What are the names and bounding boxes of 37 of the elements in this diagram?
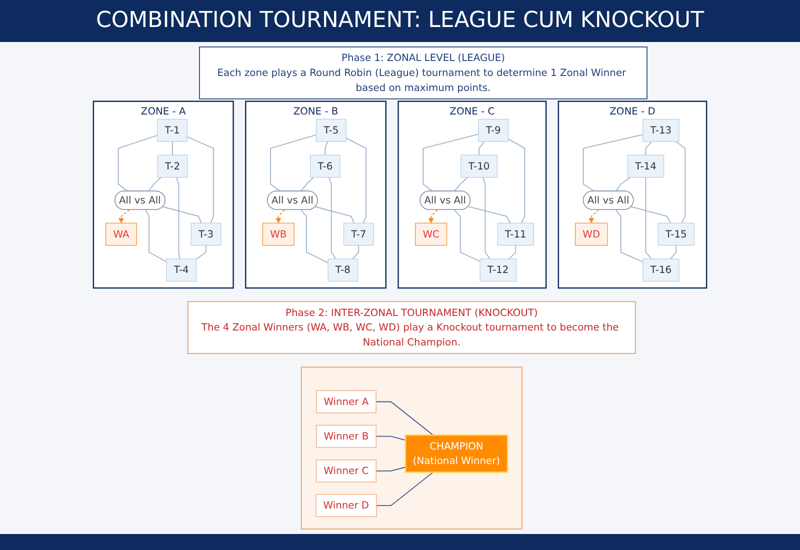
team-box: T-8 bbox=[328, 258, 358, 282]
match-oval: All vs All bbox=[114, 190, 166, 210]
champion-box: CHAMPION (National Winner) bbox=[404, 434, 508, 473]
team-box: T-5 bbox=[316, 118, 346, 142]
team-box: T-10 bbox=[460, 154, 498, 178]
zone-winner-box: WB bbox=[262, 222, 294, 246]
winner-box: Winner D bbox=[316, 494, 377, 517]
phase-panel: Phase 2: INTER-ZONAL TOURNAMENT (KNOCKOUT) The 4 Zonal Winners (WA, WB, WC, WD) play a Knockout tournament to become the National Champion. bbox=[187, 301, 636, 354]
winner-box: Winner C bbox=[316, 460, 376, 482]
winner-box: Winner A bbox=[316, 390, 376, 414]
title-banner: COMBINATION TOURNAMENT: LEAGUE CUM KNOCKOUT bbox=[0, 0, 800, 42]
team-box: T-14 bbox=[627, 154, 664, 178]
team-box: T-3 bbox=[190, 222, 222, 246]
team-box: T-11 bbox=[497, 222, 534, 246]
match-oval: All vs All bbox=[267, 190, 318, 210]
zone-title: ZONE - C bbox=[450, 105, 495, 117]
zone-winner-box: WD bbox=[574, 222, 608, 246]
team-box: T-4 bbox=[166, 258, 197, 282]
team-box: T-9 bbox=[478, 118, 509, 142]
team-box: T-13 bbox=[642, 118, 680, 142]
zone-winner-box: WC bbox=[414, 222, 448, 246]
team-box: T-12 bbox=[480, 258, 516, 282]
zone-winner-box: WA bbox=[105, 222, 137, 246]
match-oval: All vs All bbox=[582, 190, 634, 210]
match-oval: All vs All bbox=[420, 190, 470, 210]
zone-title: ZONE - A bbox=[140, 105, 186, 117]
cluster bbox=[300, 366, 522, 530]
team-box: T-15 bbox=[658, 222, 695, 246]
team-box: T-6 bbox=[310, 154, 340, 178]
phase-panel: Phase 1: ZONAL LEVEL (LEAGUE) Each zone plays a Round Robin (League) tournament to determine 1 Zonal Winner based on maximum points. bbox=[199, 46, 648, 100]
team-box: T-1 bbox=[157, 118, 188, 142]
winner-box: Winner B bbox=[316, 424, 376, 448]
team-box: T-7 bbox=[343, 222, 374, 246]
team-box: T-2 bbox=[157, 154, 188, 178]
zone-title: ZONE - B bbox=[293, 105, 338, 117]
zone-title: ZONE - D bbox=[610, 105, 656, 117]
team-box: T-16 bbox=[642, 258, 680, 282]
